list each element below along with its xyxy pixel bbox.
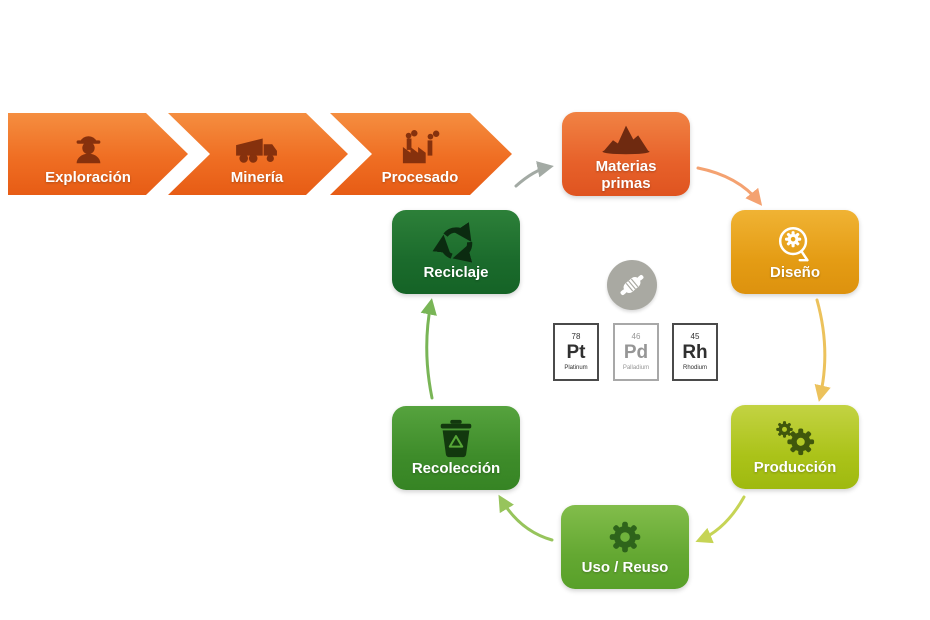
factory-icon — [394, 129, 446, 167]
stage-exploracion: Exploración — [8, 113, 188, 195]
stage-label: Minería — [230, 169, 284, 186]
node-label: Reciclaje — [423, 264, 489, 282]
cycle-node-reciclaje: Reciclaje — [392, 210, 520, 294]
catalytic-converter-icon — [620, 274, 644, 296]
arrow-recoleccion-to-reciclaje — [420, 298, 437, 400]
element-number: 78 — [571, 332, 581, 341]
arrow-materias-to-diseno — [696, 166, 763, 206]
cycle-node-diseno: Diseño — [731, 210, 859, 294]
cycle-node-produccion: Producción — [731, 405, 859, 489]
node-label: Diseño — [769, 264, 820, 282]
arrow-procesado-to-materias — [514, 161, 554, 188]
recycle-symbol-icon — [432, 222, 473, 263]
stage-label: Procesado — [381, 169, 459, 186]
cycle-node-recoleccion: Recolección — [392, 406, 520, 490]
gear-icon — [609, 522, 641, 553]
stage-label: Exploración — [45, 169, 131, 186]
stage-mineria: Minería — [168, 113, 348, 195]
gears-icon — [776, 421, 815, 456]
element-tile-palladium: 46 Pd Palladium — [613, 323, 659, 381]
element-symbol: Pd — [623, 342, 649, 363]
element-number: 46 — [631, 332, 641, 341]
ore-pile-icon — [602, 125, 650, 155]
element-name: Palladium — [622, 365, 650, 371]
node-label: Uso / Reuso — [581, 559, 669, 577]
node-label: Recolección — [411, 460, 501, 478]
element-symbol: Rh — [682, 342, 708, 363]
arrow-uso-to-recoleccion — [498, 494, 554, 542]
element-tile-rhodium: 45 Rh Rhodium — [672, 323, 718, 381]
arrow-diseno-to-produccion — [814, 298, 831, 402]
miner-worker-icon — [62, 129, 114, 167]
arrow-produccion-to-uso — [695, 495, 746, 544]
dump-truck-icon — [231, 129, 283, 167]
catalytic-converter-badge — [607, 260, 657, 310]
cycle-node-materias-primas: Materias primas — [562, 112, 690, 196]
recycle-bin-icon — [440, 420, 472, 458]
stage-procesado: Procesado — [330, 113, 512, 195]
element-tile-platinum: 78 Pt Platinum — [553, 323, 599, 381]
cycle-node-uso-reuso: Uso / Reuso — [561, 505, 689, 589]
element-name: Platinum — [564, 365, 588, 371]
node-label: Producción — [753, 459, 837, 477]
element-name: Rhodium — [682, 365, 707, 371]
node-label: Materias primas — [595, 158, 657, 192]
element-number: 45 — [690, 332, 700, 341]
head-gears-icon — [778, 227, 809, 262]
element-symbol: Pt — [566, 342, 586, 363]
